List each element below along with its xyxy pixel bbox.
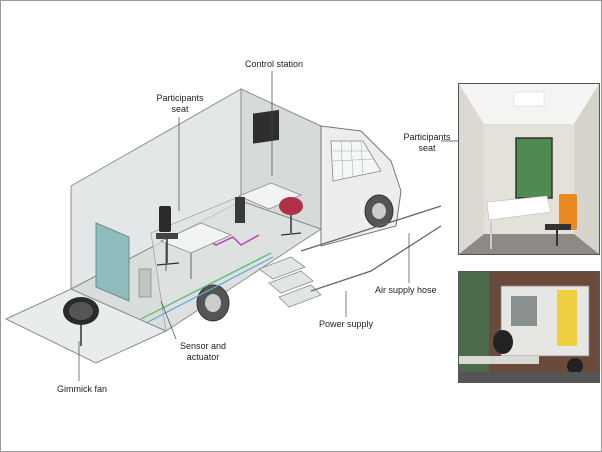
label-air-supply-hose: Air supply hose bbox=[375, 285, 437, 295]
label-participants-seat-main-line2: seat bbox=[171, 104, 189, 114]
control-monitor bbox=[253, 109, 279, 144]
gimmick-fan bbox=[63, 297, 99, 346]
entry-steps bbox=[258, 256, 322, 308]
computer-tower bbox=[235, 197, 245, 223]
label-sensor-actuator-line1: Sensor and bbox=[179, 341, 227, 351]
cable-blue bbox=[145, 256, 274, 324]
label-sensor-actuator: Sensor and actuator bbox=[177, 341, 229, 363]
sensor-box bbox=[138, 268, 152, 298]
label-participants-seat-photo: Participants seat bbox=[403, 132, 451, 154]
label-participants-seat-photo-line2: seat bbox=[418, 143, 436, 153]
cab-window-grid bbox=[332, 140, 376, 180]
cable-green bbox=[140, 252, 272, 320]
participant-desk bbox=[159, 222, 233, 254]
label-participants-seat-photo-line1: Participants bbox=[403, 132, 451, 142]
photo-fan bbox=[493, 330, 513, 354]
participant-chair bbox=[156, 206, 180, 266]
label-participants-seat-main-line1: Participants bbox=[156, 93, 204, 103]
label-gimmick-fan: Gimmick fan bbox=[57, 384, 108, 394]
front-wheel bbox=[364, 194, 394, 228]
label-power-supply: Power supply bbox=[319, 319, 374, 329]
photo-desk bbox=[486, 195, 552, 221]
interior-photo bbox=[458, 83, 600, 255]
rear-wheel bbox=[196, 284, 230, 322]
control-desk bbox=[237, 182, 303, 210]
label-participants-seat-main: Participants seat bbox=[156, 93, 204, 115]
label-sensor-actuator-line2: actuator bbox=[186, 352, 220, 362]
control-chair bbox=[279, 197, 303, 236]
photo-orange-seat bbox=[559, 194, 577, 230]
air-supply-hose-line bbox=[300, 205, 442, 252]
label-control-station: Control station bbox=[245, 59, 304, 69]
exterior-photo bbox=[458, 271, 600, 383]
power-supply-line bbox=[310, 225, 442, 292]
rear-door-window bbox=[95, 222, 130, 302]
